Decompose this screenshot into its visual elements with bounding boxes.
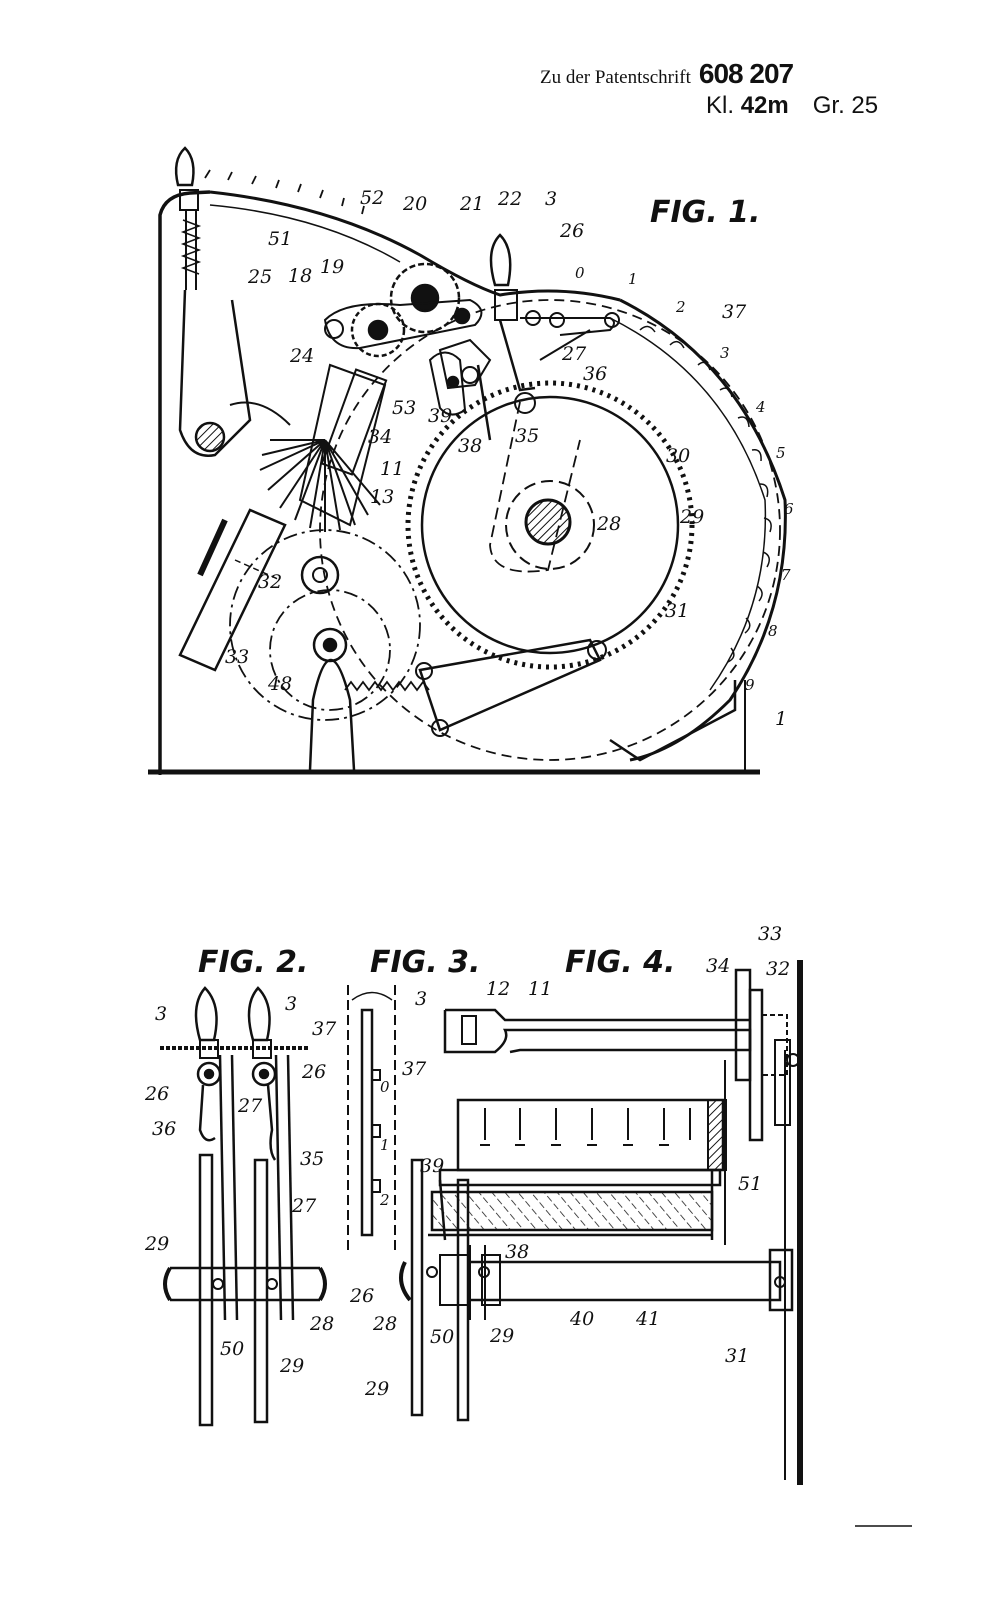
fig2-label-3b: 3 bbox=[285, 993, 297, 1015]
fig1-scale-7: 7 bbox=[781, 566, 791, 584]
figure-3-labels: FIG. 3. 3 37 0 1 2 bbox=[370, 945, 480, 1209]
fig1-scale-6: 6 bbox=[784, 500, 794, 518]
fig3-scale-2: 2 bbox=[379, 1191, 390, 1209]
fig1-scale-1: 1 bbox=[628, 270, 638, 288]
class-value: 42m bbox=[740, 92, 789, 119]
fig1-label-36: 36 bbox=[583, 363, 607, 385]
fig1-label-24: 24 bbox=[289, 345, 314, 367]
fig3-label-3: 3 bbox=[415, 988, 427, 1010]
figure-2 bbox=[160, 986, 327, 1427]
fig4-label-33: 33 bbox=[758, 923, 782, 945]
fig1-label-38: 38 bbox=[458, 435, 482, 457]
fig1-scale-3: 3 bbox=[720, 344, 730, 362]
fig4-label-39: 39 bbox=[420, 1155, 444, 1177]
patent-number: 608 207 bbox=[698, 58, 794, 89]
fig2-label-3a: 3 bbox=[155, 1003, 167, 1025]
fig2-label-50: 50 bbox=[220, 1338, 244, 1360]
fig4-label-38: 38 bbox=[505, 1241, 529, 1263]
fig3-scale-0: 0 bbox=[380, 1078, 390, 1096]
fig4-label-11: 11 bbox=[528, 978, 552, 1000]
fig4-label-31: 31 bbox=[725, 1345, 749, 1367]
fig1-label-29: 29 bbox=[679, 506, 704, 528]
fig1-title: FIG. 1. bbox=[650, 195, 760, 230]
fig1-label-31: 31 bbox=[665, 600, 689, 622]
fig1-label-48: 48 bbox=[267, 673, 292, 695]
fig1-label-25: 25 bbox=[247, 266, 272, 288]
fig1-label-33: 33 bbox=[225, 646, 249, 668]
fig1-label-18: 18 bbox=[288, 265, 312, 287]
fig1-label-21: 21 bbox=[459, 193, 484, 215]
fig1-label-26: 26 bbox=[559, 220, 584, 242]
figure-1 bbox=[148, 146, 787, 775]
figure-3 bbox=[347, 985, 396, 1250]
fig1-label-20: 20 bbox=[402, 193, 427, 215]
fig1-label-1: 1 bbox=[775, 708, 787, 730]
patent-header: Zu der Patentschrift 608 207 bbox=[540, 58, 794, 90]
fig2-label-29a: 29 bbox=[144, 1233, 169, 1255]
fig4-label-41: 41 bbox=[635, 1308, 660, 1330]
gear-cluster bbox=[323, 262, 492, 390]
fig1-label-39: 39 bbox=[428, 405, 452, 427]
fig1-scale-9: 9 bbox=[745, 676, 755, 694]
fig1-label-52: 52 bbox=[360, 187, 384, 209]
fig2-title: FIG. 2. bbox=[198, 945, 308, 980]
group-label: Gr. bbox=[812, 92, 845, 119]
fig3-scale-1: 1 bbox=[380, 1136, 390, 1154]
fig4-label-34: 34 bbox=[706, 955, 730, 977]
fig2-label-27a: 27 bbox=[237, 1095, 263, 1117]
fan-of-bars bbox=[259, 363, 388, 532]
fig2-label-35: 35 bbox=[300, 1148, 324, 1170]
fig2-label-28: 28 bbox=[309, 1313, 334, 1335]
fig2-label-36: 36 bbox=[152, 1118, 176, 1140]
fig1-label-37: 37 bbox=[722, 301, 747, 323]
fig1-label-53: 53 bbox=[392, 397, 416, 419]
fig1-label-30: 30 bbox=[666, 445, 690, 467]
fig2-label-37: 37 bbox=[312, 1018, 337, 1040]
toothed-wheel-29 bbox=[405, 380, 695, 670]
fig2-label-26b: 26 bbox=[301, 1061, 326, 1083]
fig1-scale-2: 2 bbox=[675, 298, 686, 316]
fig4-label-12: 12 bbox=[486, 978, 510, 1000]
scale-notches bbox=[639, 325, 772, 663]
fig1-label-51: 51 bbox=[268, 228, 292, 250]
fig1-label-35: 35 bbox=[515, 425, 539, 447]
fig4-title: FIG. 4. bbox=[565, 945, 675, 980]
fig1-scale-4: 4 bbox=[755, 398, 766, 416]
fig2-label-27b: 27 bbox=[291, 1195, 317, 1217]
fig1-label-28: 28 bbox=[596, 513, 621, 535]
fig4-label-50: 50 bbox=[430, 1326, 454, 1348]
fig2-label-26a: 26 bbox=[144, 1083, 169, 1105]
fig4-label-40: 40 bbox=[569, 1308, 594, 1330]
fig4-label-29a: 29 bbox=[489, 1325, 514, 1347]
fig1-label-3: 3 bbox=[545, 188, 557, 210]
figure-1-labels: FIG. 1. 0 1 2 3 4 5 6 7 8 9 1 3 11 13 18… bbox=[225, 187, 794, 730]
fig1-scale-0: 0 bbox=[575, 264, 585, 282]
fig1-label-11: 11 bbox=[380, 458, 404, 480]
fig1-label-32: 32 bbox=[258, 571, 282, 593]
fig1-label-19: 19 bbox=[320, 256, 344, 278]
fig1-label-34: 34 bbox=[368, 426, 392, 448]
figure-4-labels: FIG. 4. 33 34 32 12 11 39 51 38 26 28 50… bbox=[349, 923, 790, 1400]
fig4-label-26: 26 bbox=[349, 1285, 374, 1307]
fig4-label-29b: 29 bbox=[364, 1378, 389, 1400]
group-value: 25 bbox=[851, 92, 879, 119]
fig1-label-27: 27 bbox=[561, 343, 587, 365]
fig1-scale-8: 8 bbox=[768, 622, 778, 640]
fig3-label-37: 37 bbox=[402, 1058, 427, 1080]
patent-classification: Kl. 42m Gr. 25 bbox=[706, 92, 878, 120]
figure-2-labels: FIG. 2. 3 3 37 26 26 36 27 35 27 29 28 5… bbox=[144, 945, 337, 1377]
fig1-label-22: 22 bbox=[497, 188, 522, 210]
header-prefix: Zu der Patentschrift bbox=[540, 67, 691, 88]
fig4-label-51: 51 bbox=[738, 1173, 762, 1195]
fig1-label-13: 13 bbox=[370, 486, 394, 508]
figure-4 bbox=[399, 960, 803, 1485]
class-label: Kl. bbox=[706, 92, 735, 119]
fig3-title: FIG. 3. bbox=[370, 945, 480, 980]
fig1-scale-5: 5 bbox=[776, 444, 786, 462]
fig4-label-28: 28 bbox=[372, 1313, 397, 1335]
fig4-label-32: 32 bbox=[766, 958, 790, 980]
fig2-label-29b: 29 bbox=[279, 1355, 304, 1377]
